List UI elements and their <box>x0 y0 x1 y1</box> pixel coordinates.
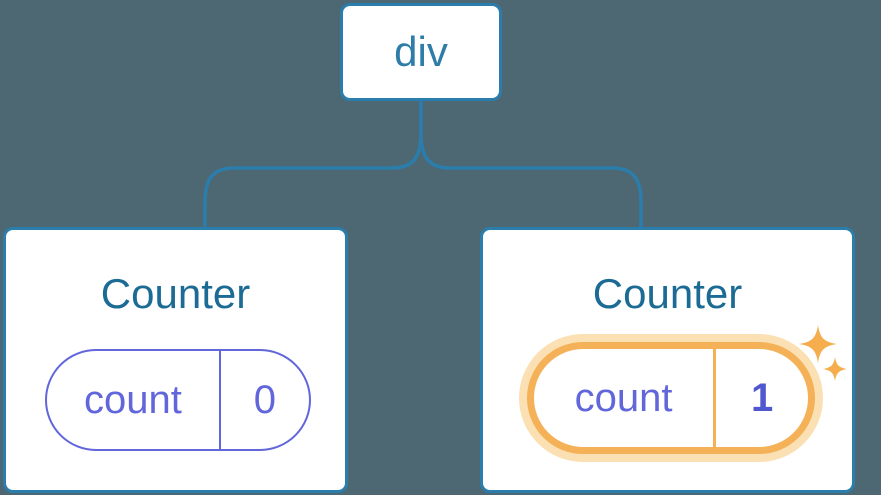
state-pill-highlighted: count 1 <box>527 342 815 454</box>
root-node-div: div <box>340 3 502 101</box>
state-name-label: count <box>534 349 717 447</box>
sparkles-icon <box>799 325 847 381</box>
component-title: Counter <box>592 270 743 317</box>
root-node-label: div <box>394 28 448 75</box>
state-value: 0 <box>253 377 277 422</box>
state-pill: count 0 <box>45 349 311 451</box>
component-title: Counter <box>100 270 251 317</box>
connector-right-branch <box>419 98 643 231</box>
connector-left-branch <box>203 98 423 231</box>
component-card-counter-left: Counter count 0 <box>3 227 348 493</box>
state-name-label: count <box>47 351 221 449</box>
state-value: 1 <box>750 375 774 420</box>
component-card-counter-right: Counter count 1 <box>480 227 855 493</box>
